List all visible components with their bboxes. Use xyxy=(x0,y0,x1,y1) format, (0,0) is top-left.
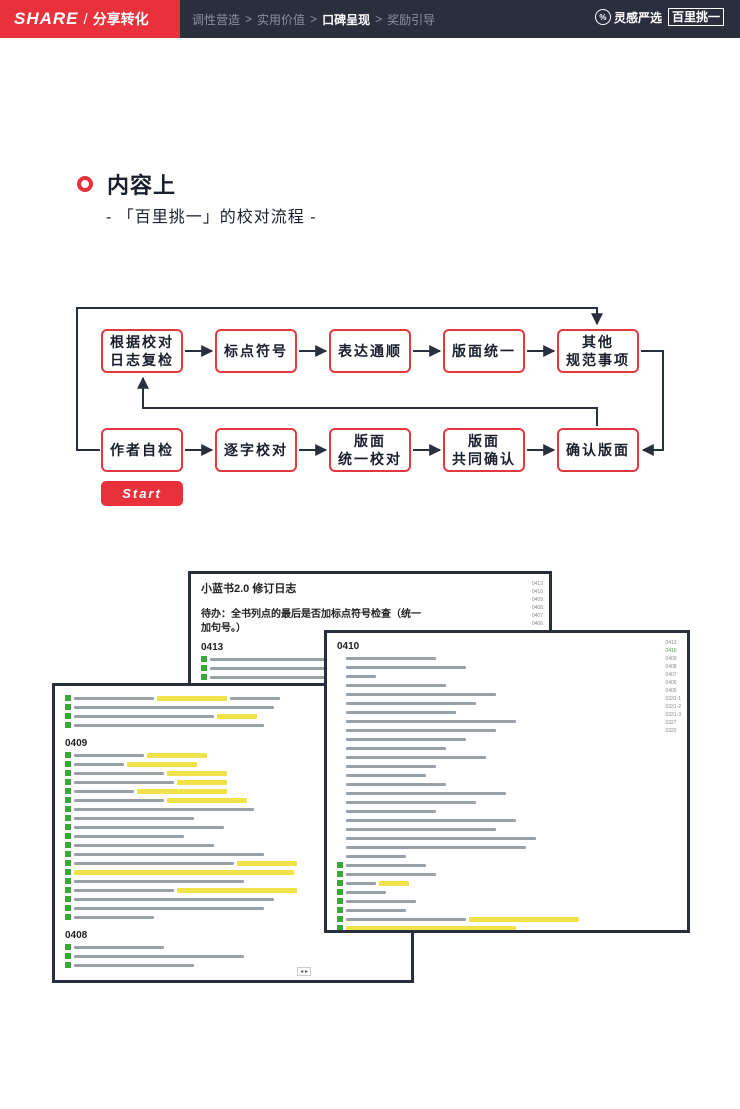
flow-node-recheck: 根据校对 日志复检 xyxy=(101,329,183,373)
log-date-0409: 0409 xyxy=(65,738,88,749)
crumb-sep: > xyxy=(375,12,383,26)
pager: ◂ ▸ xyxy=(297,967,311,976)
flow-node-layout-unify: 版面统一 xyxy=(443,329,525,373)
brand-en: SHARE xyxy=(14,9,79,28)
flow-connectors xyxy=(76,307,664,456)
check-icon xyxy=(201,665,207,671)
section-title-row: 内容上 xyxy=(77,168,176,200)
flow-node-other-rules: 其他 规范事项 xyxy=(557,329,639,373)
ring-bullet-icon xyxy=(77,176,93,192)
header-bar: SHARE / 分享转化 调性营造 > 实用价值 > 口碑呈现 > 奖励引导 %… xyxy=(0,0,740,38)
flow-node-word-proof: 逐字校对 xyxy=(215,428,297,472)
breadcrumb: 调性营造 > 实用价值 > 口碑呈现 > 奖励引导 xyxy=(180,0,740,38)
section-subtitle: - 「百里挑一」的校对流程 - xyxy=(106,209,317,226)
brand-separator: / xyxy=(83,10,88,28)
crumb-1: 调性营造 xyxy=(192,12,241,27)
flow-node-punctuation: 标点符号 xyxy=(215,329,297,373)
flow-node-final-confirm: 确认版面 xyxy=(557,428,639,472)
log-date-0408: 0408 xyxy=(65,930,88,941)
flow-node-self-check: 作者自检 xyxy=(101,428,183,472)
log-side-index-right: 0413 0410 0409 0408 0407 0406 0405 0331-… xyxy=(665,640,681,734)
log-side-index: 0413 0410 0409 0408 0407 0406 xyxy=(531,581,543,627)
log-note: 待办：全书列点的最后是否加标点符号检查（统一加句号。） xyxy=(201,609,421,634)
log-date-0413: 0413 xyxy=(201,642,224,653)
crumb-3-active: 口碑呈现 xyxy=(322,12,371,27)
crumb-sep: > xyxy=(310,12,318,26)
logo: % 灵感严选 百里挑一 xyxy=(594,8,724,26)
logo-text: 灵感严选 xyxy=(613,10,662,25)
logo-box: 百里挑一 xyxy=(667,8,724,26)
flow-node-layout-confirm: 版面 共同确认 xyxy=(443,428,525,472)
section-title: 内容上 xyxy=(107,173,177,198)
crumb-sep: > xyxy=(245,12,253,26)
flow-node-fluency: 表达通顺 xyxy=(329,329,411,373)
logo-seal-icon: % xyxy=(594,9,611,25)
log-title: 小蓝书2.0 修订日志 xyxy=(201,583,297,595)
log-date-0410: 0410 xyxy=(337,641,360,652)
brand-cn: 分享转化 xyxy=(92,11,149,27)
crumb-4: 奖励引导 xyxy=(387,12,436,27)
check-icon xyxy=(201,674,207,680)
brand-block: SHARE / 分享转化 xyxy=(0,0,180,38)
check-icon xyxy=(201,656,207,662)
revision-log-screenshot-right: 0410 0413 0410 04 xyxy=(324,630,690,933)
flow-node-layout-proof: 版面 统一校对 xyxy=(329,428,411,472)
start-badge: Start xyxy=(101,481,183,506)
crumb-2: 实用价值 xyxy=(257,12,306,27)
